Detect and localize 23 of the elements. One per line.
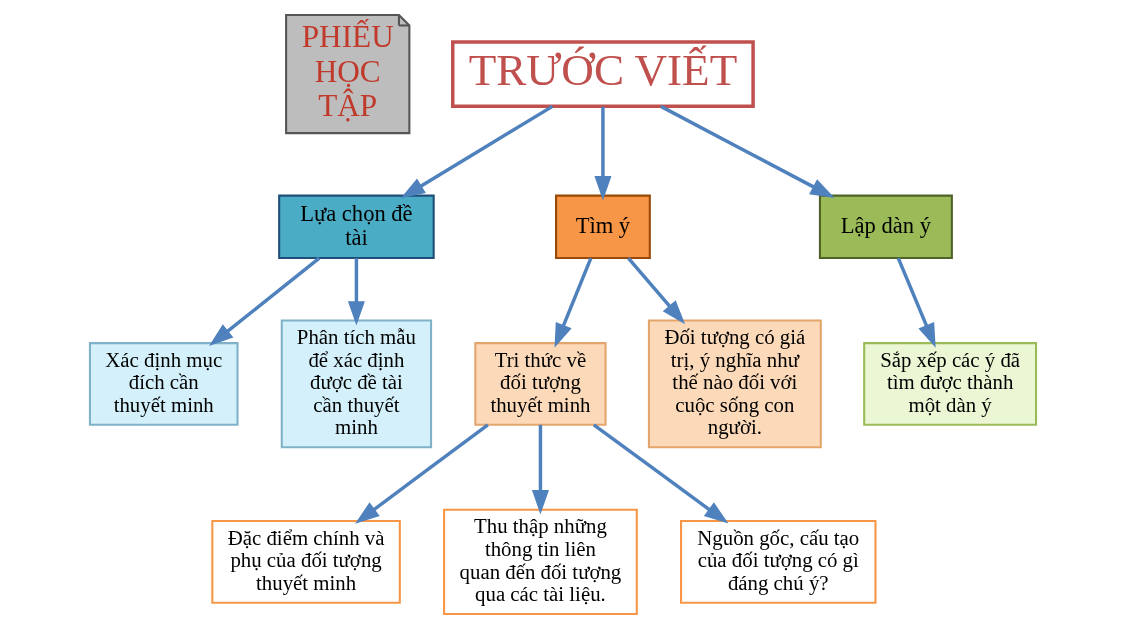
- node-box: Tìm ý: [554, 194, 651, 260]
- node-box: Phân tích mẫu để xác định được đề tài cần thuyết minh: [280, 319, 432, 449]
- node-box: Tri thức về đối tượng thuyết minh: [473, 342, 607, 426]
- node-box: Sắp xếp các ý đã tìm được thành một dàn ý: [862, 342, 1037, 426]
- node-box: Đặc điểm chính và phụ của đối tượng thuyết minh: [210, 520, 401, 604]
- arrow: [592, 423, 728, 524]
- node-box: Xác định mục đích cần thuyết minh: [88, 342, 239, 426]
- arrow: [400, 104, 553, 199]
- node-box: Nguồn gốc, cấu tạo của đối tượng có gì đáng chú ý?: [679, 520, 876, 604]
- node-box: Lựa chọn đề tài: [277, 194, 435, 260]
- node-box: TRƯỚC VIẾT: [450, 40, 755, 108]
- arrow: [531, 424, 549, 515]
- arrow: [354, 423, 489, 524]
- arrow: [347, 258, 365, 326]
- arrow: [593, 106, 611, 201]
- arrow: [626, 257, 685, 325]
- node-box: Lập dàn ý: [818, 194, 953, 260]
- arrow: [554, 257, 592, 348]
- arrow: [208, 256, 320, 347]
- node-box: Thu thập những thông tin liên quan đến đối tượng qua các tài liệu.: [442, 508, 638, 615]
- arrow: [659, 104, 835, 199]
- arrow: [896, 257, 936, 348]
- node-box: Đối tượng có giá trị, ý nghĩa như thế nào đối với cuộc sống con người.: [647, 319, 822, 449]
